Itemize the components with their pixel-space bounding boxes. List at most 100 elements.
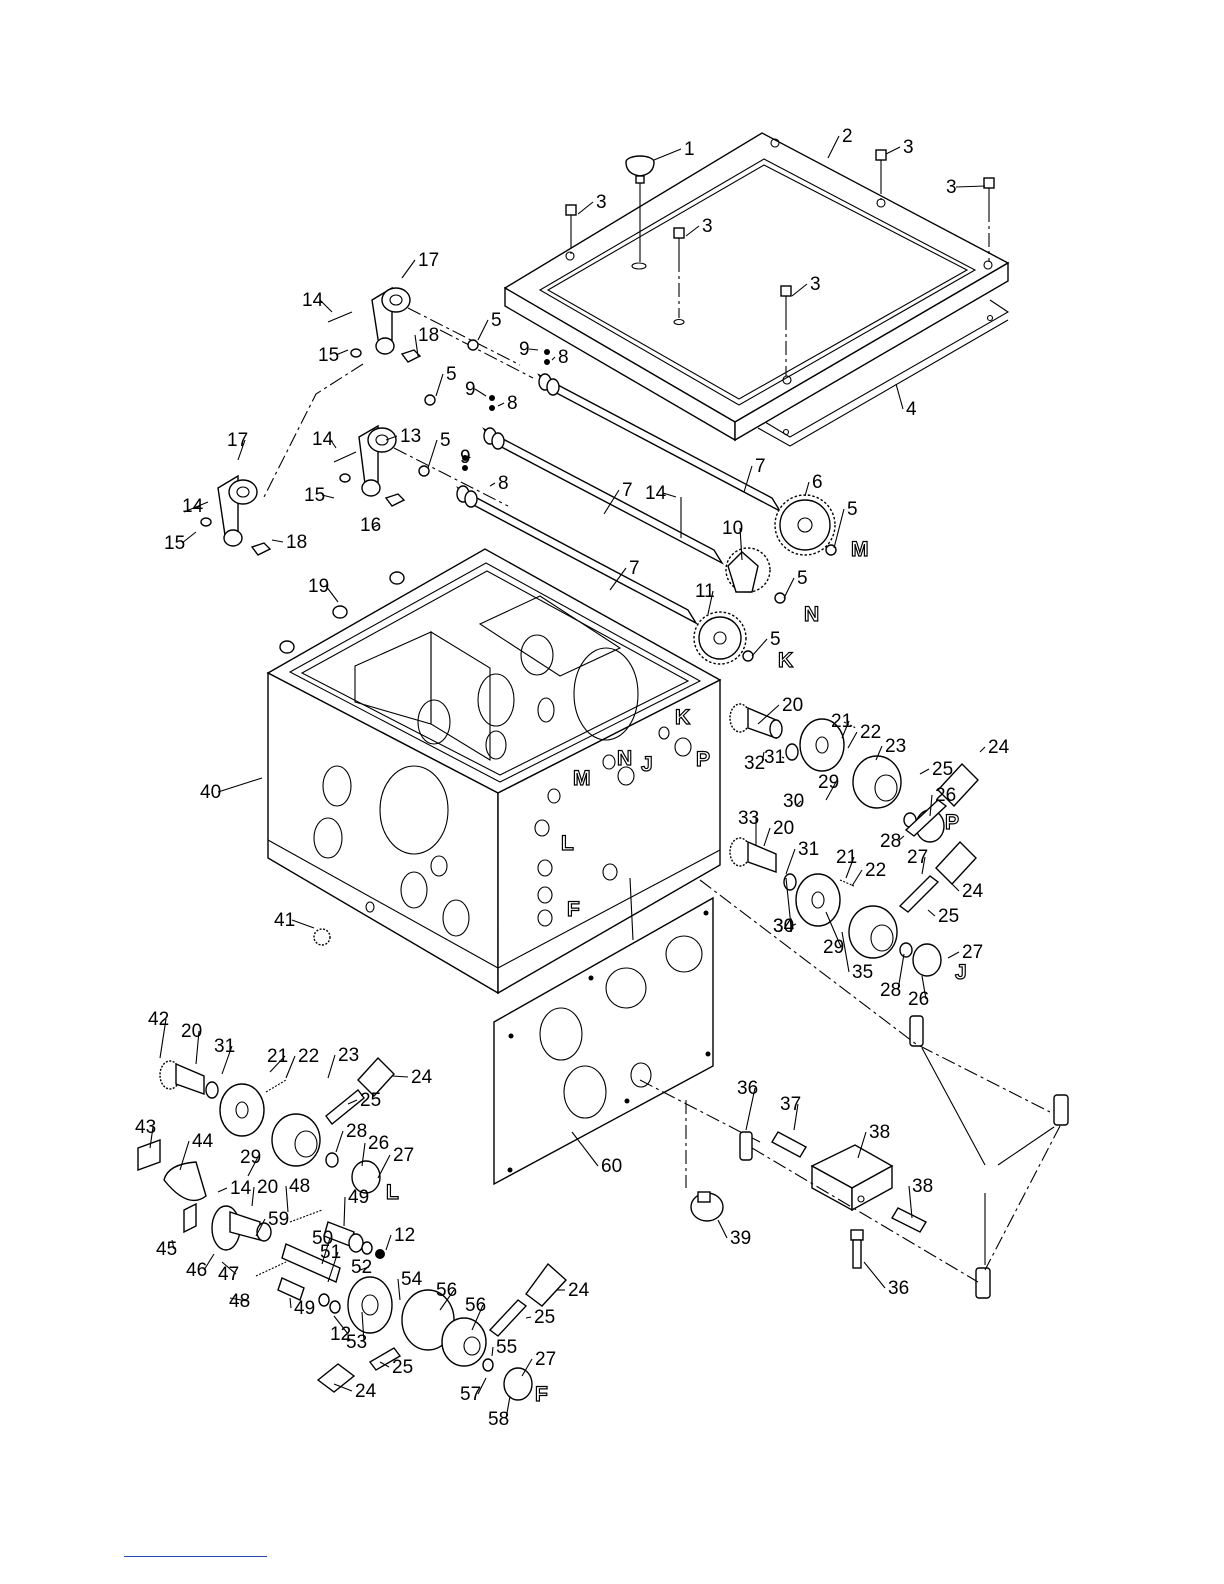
leader-line: [347, 1099, 358, 1105]
leader-line: [385, 435, 398, 441]
leader-line: [471, 1304, 484, 1331]
leader-line: [477, 319, 489, 341]
part-number-label: 7: [629, 558, 640, 579]
leader-line: [379, 1361, 390, 1368]
part-number-label: 8: [507, 393, 518, 414]
leader-line: [875, 745, 883, 761]
leader-line: [521, 1358, 533, 1377]
hex-bolt: [850, 1229, 864, 1269]
leader-line: [921, 1047, 986, 1166]
leader-line: [577, 201, 594, 215]
assembly-line: [984, 1125, 1061, 1271]
leader-line: [908, 1185, 913, 1219]
part-number-label: 26: [908, 989, 929, 1010]
leader-line: [497, 402, 505, 407]
part-number-label: 4: [906, 399, 917, 420]
leader-line: [159, 1018, 167, 1059]
part-number-label: 33: [738, 808, 759, 829]
part-number-label: 19: [308, 576, 329, 597]
part-number-label: 43: [135, 1117, 156, 1138]
leader-line: [763, 827, 771, 847]
leader-line: [435, 373, 444, 397]
leader-line: [825, 911, 842, 948]
leader-line: [491, 1346, 494, 1357]
part-number-label: 21: [267, 1046, 288, 1067]
leader-line: [743, 465, 753, 493]
leader-line: [171, 1239, 175, 1250]
leader-line: [327, 1251, 339, 1283]
part-number-label: 38: [912, 1176, 933, 1197]
leader-line: [847, 731, 858, 749]
part-number-label: 37: [780, 1094, 801, 1115]
part-number-label: 54: [401, 1269, 423, 1290]
shift-shaft: [456, 485, 698, 625]
leader-line: [489, 482, 496, 487]
leader-line: [361, 1142, 366, 1167]
leader-line: [662, 492, 677, 498]
assembly-line: [919, 1045, 1051, 1113]
part-number-label: 56: [465, 1295, 486, 1316]
leader-line: [251, 1186, 255, 1207]
index-letter: K: [778, 649, 793, 672]
part-number-label: 46: [186, 1260, 207, 1281]
part-number-label: 48: [229, 1291, 250, 1312]
part-number-label: 34: [773, 916, 795, 937]
part-number-label: 51: [320, 1242, 341, 1263]
front-index-plate: [493, 896, 714, 1186]
leader-line: [793, 1103, 799, 1131]
detent-block: [810, 1144, 894, 1212]
leader-line: [385, 1234, 392, 1251]
part-number-label: 9: [465, 379, 476, 400]
shift-fork: [183, 474, 272, 556]
assembly-line: [263, 363, 364, 498]
part-number-label: 23: [885, 736, 906, 757]
index-letter: L: [386, 1181, 399, 1204]
leader-line: [919, 768, 930, 775]
part-number-label: 29: [818, 772, 839, 793]
leader-line: [833, 508, 845, 549]
drain-plug: [313, 928, 331, 946]
gear: [725, 547, 771, 593]
cap-screw: [875, 149, 887, 200]
index-letter: J: [641, 753, 653, 776]
spring: [489, 405, 495, 411]
part-number-label: 12: [394, 1225, 415, 1246]
leader-line: [221, 1261, 237, 1275]
leader-line: [229, 1297, 248, 1302]
part-number-label: 45: [156, 1239, 177, 1260]
selector-assembly-lower: [729, 837, 977, 977]
leader-line: [291, 919, 315, 929]
part-number-label: 39: [730, 1228, 751, 1249]
oil-filler-cap: [625, 155, 655, 262]
leader-line: [221, 1045, 233, 1075]
footer-rule: [124, 1556, 267, 1557]
part-number-label: 25: [932, 759, 953, 780]
leader-line: [289, 1297, 292, 1309]
washer: [774, 592, 786, 604]
part-number-label: 17: [227, 430, 248, 451]
part-number-label: 49: [294, 1298, 315, 1319]
part-number-label: 3: [596, 192, 607, 213]
leader-line: [921, 856, 926, 875]
leader-line: [371, 524, 379, 529]
part-number-label: 21: [831, 711, 852, 732]
part-number-label: 27: [535, 1349, 556, 1370]
leader-line: [921, 975, 927, 1000]
shift-fork: [333, 424, 406, 507]
leader-line: [333, 1383, 353, 1392]
leader-line: [739, 527, 743, 561]
housing-plug: [279, 571, 405, 654]
part-number-label: 8: [558, 347, 569, 368]
leader-line: [333, 1315, 349, 1335]
part-number-label: 22: [860, 722, 881, 743]
ball: [489, 395, 495, 401]
part-number-label: 40: [200, 782, 221, 803]
part-number-label: 8: [498, 473, 509, 494]
part-number-label: 11: [695, 581, 715, 602]
ball: [544, 349, 550, 355]
part-number-label: 50: [312, 1228, 333, 1249]
part-number-label: 28: [880, 980, 901, 1001]
leader-line: [359, 1266, 370, 1271]
leader-line: [414, 334, 419, 357]
socket-screw: [739, 1131, 753, 1161]
